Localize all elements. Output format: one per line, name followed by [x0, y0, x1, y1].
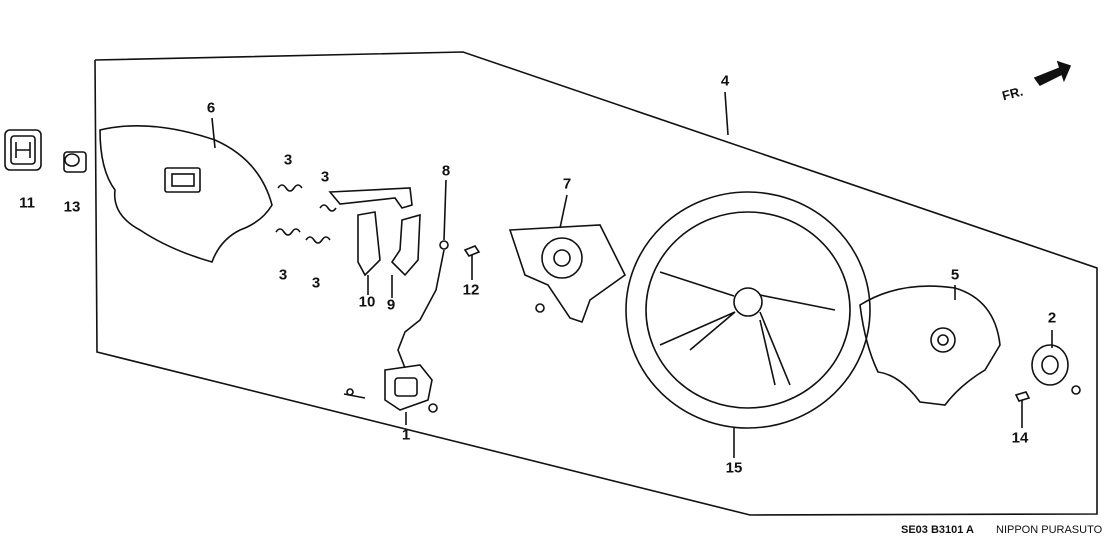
part-label-3: 3: [278, 266, 288, 284]
emblem-icon: [4, 129, 42, 171]
spring-icon: [275, 184, 337, 244]
publisher-label: NIPPON PURASUTO: [996, 524, 1103, 536]
hub-plate: [508, 224, 627, 324]
cruise-switch: [384, 364, 433, 411]
part-label-15: 15: [725, 459, 743, 477]
part-label-3: 3: [311, 274, 321, 292]
part-label-3: 3: [320, 168, 330, 186]
part-label-2: 2: [1047, 309, 1057, 327]
part-label-1: 1: [401, 426, 411, 444]
bracket-10: [328, 187, 413, 209]
part-label-6: 6: [206, 99, 216, 117]
bracket-10-plate: [357, 211, 381, 277]
bracket-9: [390, 213, 421, 277]
part-label-12: 12: [462, 281, 480, 299]
part-label-7: 7: [562, 175, 572, 193]
horn-cover-rear: [859, 285, 1001, 406]
nut-icon: [63, 151, 87, 173]
horn-pad-cover: [99, 124, 273, 263]
assembly-frame: [94, 51, 1098, 516]
part-label-13: 13: [63, 198, 81, 216]
part-label-9: 9: [386, 296, 396, 314]
part-label-4: 4: [720, 72, 730, 90]
front-arrow-icon: [1033, 60, 1072, 87]
diagram-code: SE03 B3101 A: [901, 524, 974, 536]
part-label-3: 3: [283, 151, 293, 169]
part-label-5: 5: [950, 266, 960, 284]
part-label-8: 8: [441, 162, 451, 180]
part-label-10: 10: [358, 293, 376, 311]
part-label-14: 14: [1011, 429, 1029, 447]
part-label-11: 11: [19, 194, 35, 212]
steering-wheel: [625, 191, 871, 429]
cable-reel: [1031, 344, 1069, 386]
